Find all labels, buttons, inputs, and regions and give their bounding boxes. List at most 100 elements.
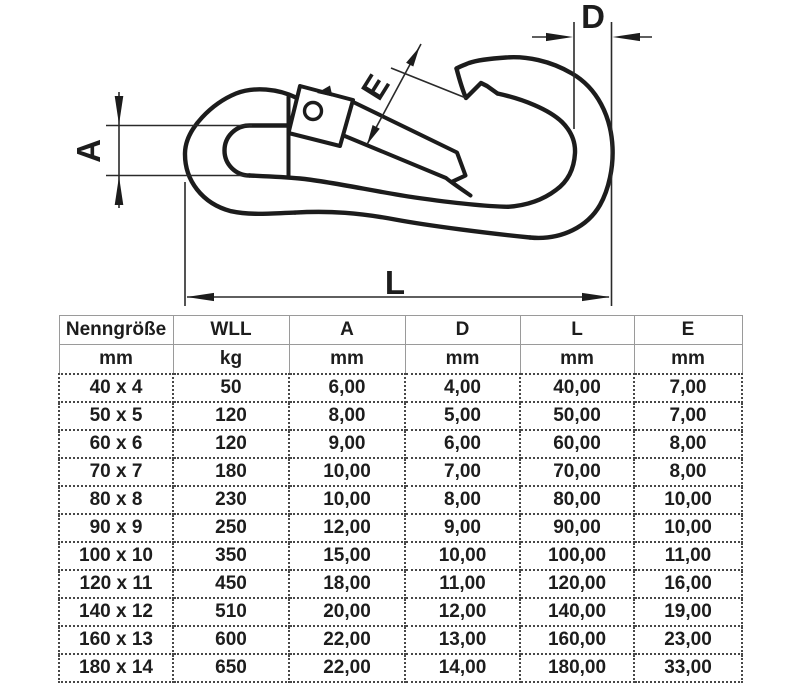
table-cell: 11,00 — [633, 541, 743, 571]
table-cell: 10,00 — [633, 513, 743, 543]
column-header: E — [633, 315, 743, 345]
table-cell: 90 x 9 — [58, 513, 174, 543]
table-cell: 11,00 — [404, 569, 521, 599]
table-cell: 19,00 — [633, 597, 743, 627]
table-cell: 180,00 — [519, 653, 635, 683]
table-cell: 100,00 — [519, 541, 635, 571]
table-cell: 120 x 11 — [58, 569, 174, 599]
table-cell: 7,00 — [404, 457, 521, 487]
table-cell: 90,00 — [519, 513, 635, 543]
carabiner-shank-bottom — [292, 209, 533, 240]
column-header: Nenngröße — [58, 315, 174, 345]
table-cell: 120 — [172, 429, 290, 459]
table-cell: 6,00 — [288, 373, 406, 403]
table-cell: 8,00 — [288, 401, 406, 431]
table-cell: 140 x 12 — [58, 597, 174, 627]
table-cell: 510 — [172, 597, 290, 627]
carabiner-shank-top — [247, 173, 511, 209]
table-cell: 7,00 — [633, 373, 743, 403]
dim-a-label: A — [70, 139, 107, 163]
dim-a-arrow-top — [114, 96, 124, 125]
table-cell: 23,00 — [633, 625, 743, 655]
unit-header: mm — [58, 344, 174, 375]
unit-header: mm — [288, 344, 406, 375]
gate-rivet-hole — [302, 100, 324, 122]
carabiner-slot — [222, 123, 292, 178]
table-cell: 14,00 — [404, 653, 521, 683]
table-cell: 70,00 — [519, 457, 635, 487]
table-cell: 100 x 10 — [58, 541, 174, 571]
dim-d-arrow-left — [546, 32, 573, 42]
table-cell: 40 x 4 — [58, 373, 174, 403]
table-cell: 70 x 7 — [58, 457, 174, 487]
table-cell: 4,00 — [404, 373, 521, 403]
carabiner-gate-bar — [338, 97, 473, 198]
table-cell: 10,00 — [633, 485, 743, 515]
unit-header: mm — [633, 344, 743, 375]
table-cell: 10,00 — [404, 541, 521, 571]
table-cell: 33,00 — [633, 653, 743, 683]
column-header: D — [404, 315, 521, 345]
table-cell: 8,00 — [404, 485, 521, 515]
gate-spring-nub — [317, 85, 333, 97]
header-row: Nenngröße WLL A D L E — [58, 315, 743, 345]
carabiner-hook-outer — [454, 55, 615, 241]
column-header: WLL — [172, 315, 290, 345]
table-cell: 9,00 — [404, 513, 521, 543]
table-cell: 50,00 — [519, 401, 635, 431]
column-header: A — [288, 315, 406, 345]
dim-e-arrow-top — [406, 47, 420, 67]
dim-l-label: L — [385, 264, 405, 301]
table-cell: 180 x 14 — [58, 653, 174, 683]
table-cell: 650 — [172, 653, 290, 683]
dim-d-arrow-right — [612, 32, 640, 42]
table-cell: 18,00 — [288, 569, 406, 599]
table-cell: 180 — [172, 457, 290, 487]
table-cell: 10,00 — [288, 457, 406, 487]
table-cell: 50 x 5 — [58, 401, 174, 431]
dim-l-arrow-right — [582, 292, 610, 302]
carabiner-diagram: A D E L — [70, 0, 652, 306]
unit-header: mm — [404, 344, 521, 375]
table-cell: 20,00 — [288, 597, 406, 627]
table-cell: 120 — [172, 401, 290, 431]
dim-l-arrow-left — [186, 292, 214, 302]
table-cell: 8,00 — [633, 457, 743, 487]
table-cell: 8,00 — [633, 429, 743, 459]
table-cell: 16,00 — [633, 569, 743, 599]
dim-e-arrow-bottom — [367, 125, 380, 145]
table-cell: 160 x 13 — [58, 625, 174, 655]
unit-header: mm — [519, 344, 635, 375]
table-cell: 13,00 — [404, 625, 521, 655]
table-cell: 10,00 — [288, 485, 406, 515]
table-cell: 230 — [172, 485, 290, 515]
table-cell: 350 — [172, 541, 290, 571]
table-cell: 50 — [172, 373, 290, 403]
table-cell: 7,00 — [633, 401, 743, 431]
dim-e-ext — [390, 67, 467, 99]
table-cell: 80 x 8 — [58, 485, 174, 515]
table-cell: 40,00 — [519, 373, 635, 403]
table-cell: 450 — [172, 569, 290, 599]
table-cell: 120,00 — [519, 569, 635, 599]
spec-table-head: Nenngröße WLL A D L E mm kg mm mm mm mm — [58, 315, 743, 375]
table-cell: 60,00 — [519, 429, 635, 459]
table-cell: 22,00 — [288, 625, 406, 655]
table-cell: 9,00 — [288, 429, 406, 459]
spec-table: Nenngröße WLL A D L E mm kg mm mm mm mm … — [58, 315, 743, 683]
carabiner-nose — [454, 66, 500, 101]
carabiner-hook-inner — [495, 91, 578, 209]
table-cell: 80,00 — [519, 485, 635, 515]
table-cell: 160,00 — [519, 625, 635, 655]
